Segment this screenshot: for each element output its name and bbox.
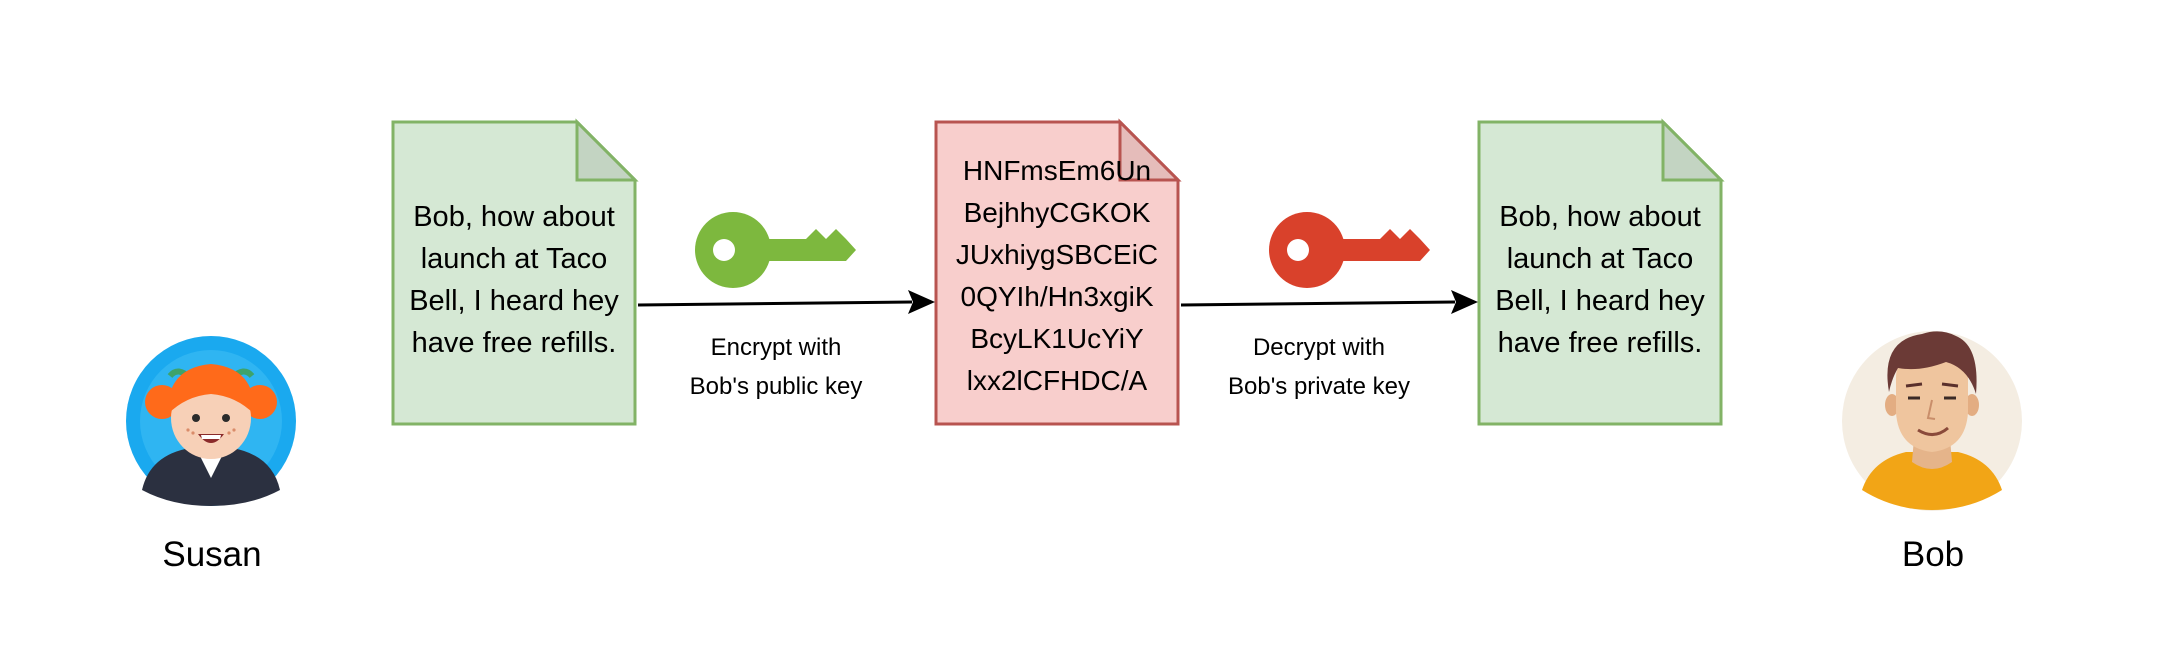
private-key-icon xyxy=(1269,212,1430,288)
plaintext-message-left: Bob, how about launch at Taco Bell, I he… xyxy=(409,201,619,359)
decrypt-arrow xyxy=(1180,290,1478,314)
public-key-icon xyxy=(695,212,856,288)
susan-name: Susan xyxy=(162,535,262,574)
ciphertext-message: HNFmsEm6Un BejhhyCGKOK JUxhiygSBCEiC 0QY… xyxy=(955,155,1159,396)
plaintext-message-right: Bob, how about launch at Taco Bell, I he… xyxy=(1495,201,1705,359)
susan-avatar xyxy=(126,336,296,506)
decrypt-label: Decrypt with Bob's private key xyxy=(1227,334,1410,400)
ciphertext-document xyxy=(934,118,1182,426)
encrypt-arrow xyxy=(637,290,935,314)
plaintext-document-right xyxy=(1477,118,1725,426)
plaintext-document-left xyxy=(391,118,639,426)
bob-name: Bob xyxy=(1901,535,1965,574)
encrypt-label: Encrypt with Bob's public key xyxy=(689,334,863,400)
bob-avatar xyxy=(1842,331,2022,511)
